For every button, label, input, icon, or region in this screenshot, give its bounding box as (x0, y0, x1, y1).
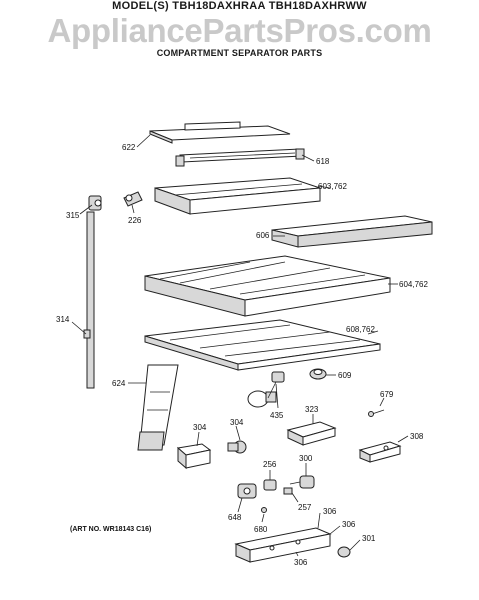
part-622-drawing (149, 121, 291, 144)
part-304a-drawing (176, 443, 212, 470)
part-label-306-bottom: 306 (294, 558, 308, 567)
leader-304a (196, 431, 200, 447)
part-label-308: 308 (410, 432, 424, 441)
leader-226 (131, 204, 135, 214)
leader-679 (379, 397, 385, 407)
part-label-301: 301 (362, 534, 376, 543)
part-label-648: 648 (228, 513, 242, 522)
part-label-608-762: 608,762 (346, 325, 375, 334)
part-435-drawing (247, 371, 285, 408)
part-304b-drawing (227, 440, 247, 454)
leader-301 (349, 539, 361, 551)
part-label-306-top: 306 (323, 507, 337, 516)
part-label-323: 323 (305, 405, 319, 414)
part-label-606: 606 (256, 231, 270, 240)
part-label-304-left: 304 (193, 423, 207, 432)
part-label-226: 226 (128, 216, 142, 225)
part-label-314: 314 (56, 315, 70, 324)
part-label-680: 680 (254, 525, 268, 534)
part-label-306-middle: 306 (342, 520, 356, 529)
part-608-drawing (144, 319, 381, 371)
part-315-drawing (88, 195, 102, 211)
part-609-drawing (309, 368, 327, 380)
art-number: (ART NO. WR18143 C16) (70, 526, 151, 533)
part-624-drawing (137, 364, 179, 451)
leader-306b (329, 525, 341, 535)
part-label-300: 300 (299, 454, 313, 463)
leader-622 (136, 134, 151, 148)
part-label-435: 435 (270, 411, 284, 420)
part-301-drawing (337, 546, 351, 558)
part-257-drawing (283, 487, 293, 495)
part-label-624: 624 (112, 379, 126, 388)
leader-680 (261, 513, 265, 523)
part-label-304-right: 304 (230, 418, 244, 427)
diagram-subtitle: COMPARTMENT SEPARATOR PARTS (156, 48, 323, 58)
part-label-256: 256 (263, 460, 277, 469)
leader-435 (275, 383, 279, 409)
leader-308 (397, 435, 409, 443)
part-label-622: 622 (122, 143, 136, 152)
part-label-603-762: 603,762 (318, 182, 347, 191)
part-label-315: 315 (66, 211, 80, 220)
part-648-drawing (237, 483, 257, 499)
part-label-257: 257 (298, 503, 312, 512)
leader-306a (317, 512, 321, 529)
part-679-drawing (368, 409, 385, 417)
part-label-609: 609 (338, 371, 352, 380)
part-label-618: 618 (316, 157, 330, 166)
part-314-drawing (83, 211, 95, 389)
leader-315 (79, 204, 93, 215)
leader-314 (71, 321, 87, 335)
leader-306c (295, 551, 299, 557)
part-label-604-762: 604,762 (399, 280, 428, 289)
leader-603 (317, 185, 331, 189)
model-title: MODEL(S) TBH18DAXHRAA TBH18DAXHRWW (112, 0, 367, 12)
part-308-drawing (358, 441, 402, 463)
part-label-679: 679 (380, 390, 394, 399)
part-603-drawing (154, 177, 321, 215)
part-680-drawing (261, 507, 267, 513)
leader-648 (237, 497, 243, 513)
leader-257 (291, 492, 299, 503)
part-323-drawing (286, 421, 337, 446)
part-226-drawing (123, 191, 143, 207)
part-256-drawing (263, 479, 277, 491)
part-306-drawing (234, 527, 332, 563)
watermark: AppliancePartsPros.com (47, 12, 432, 49)
leader-618 (301, 154, 315, 162)
leader-304b (235, 425, 241, 441)
part-604-drawing (144, 255, 391, 317)
part-606-drawing (271, 215, 433, 248)
part-618-drawing (175, 148, 305, 167)
leader-608 (367, 330, 379, 335)
part-300-drawing (289, 475, 315, 489)
